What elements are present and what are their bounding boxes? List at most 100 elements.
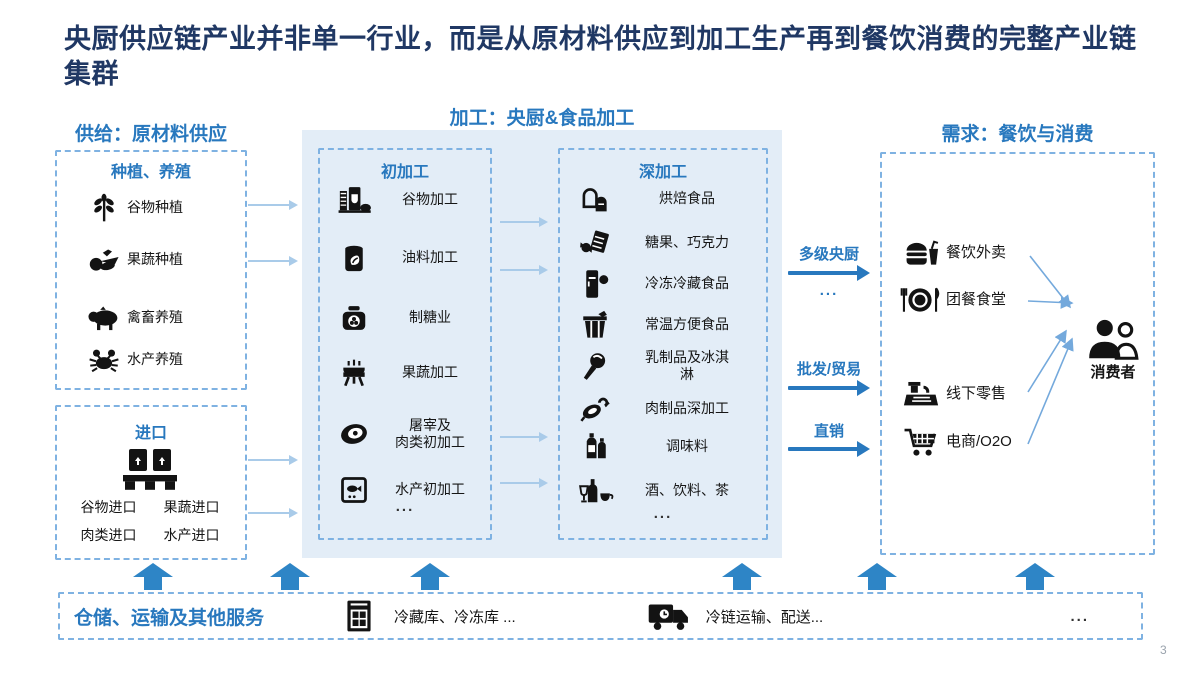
supply-section-header: 供给：原材料供应 xyxy=(74,124,227,145)
channel-wholesale-label: 批发/贸易 xyxy=(796,361,862,378)
farming-title: 种植、养殖 xyxy=(110,164,191,181)
deep-item-label: 冷冻冷藏食品 xyxy=(645,275,729,292)
sausage-icon xyxy=(570,394,620,424)
deep-processing-box: 深加工 烘焙食品 糖果、巧克力 冷冻冷藏食品 常温方便食品 乳制品及冰淇 淋 xyxy=(558,148,768,540)
primary-item-label: 制糖业 xyxy=(409,309,451,326)
demand-item-canteen: 团餐食堂 xyxy=(894,281,1006,319)
deep-more-dots: ... xyxy=(653,505,673,522)
import-box: 进口 谷物进口 果蔬进口 肉类进口 水产进口 xyxy=(55,405,247,560)
primary-item-sugar: 制糖业 xyxy=(328,298,480,338)
primary-item-grain: 谷物加工 xyxy=(328,180,480,220)
services-up-arrow xyxy=(133,563,173,590)
demand-item-retail: 线下零售 xyxy=(896,374,1006,414)
drinks-icon xyxy=(570,476,620,506)
services-up-arrow xyxy=(410,563,450,590)
deep-processing-title: 深加工 xyxy=(638,164,687,181)
primary-item-oil: 油料加工 xyxy=(328,238,480,278)
farming-item-fruitveg: 果蔬种植 xyxy=(81,242,183,278)
channel-direct-arrow xyxy=(788,441,870,457)
deep-item-instant: 常温方便食品 xyxy=(570,306,754,344)
farming-item-livestock: 禽畜养殖 xyxy=(81,300,183,336)
channel-multi-level-label: 多级央厨 xyxy=(798,246,859,263)
import-to-processing-arrow xyxy=(248,455,298,465)
demand-item-label: 电商/O2O xyxy=(946,432,1012,450)
import-label: 水产进口 xyxy=(163,526,220,543)
demand-item-label: 线下零售 xyxy=(946,384,1007,402)
primary-item-label: 果蔬加工 xyxy=(402,364,458,381)
farming-item-label: 水产养殖 xyxy=(127,351,183,368)
import-title: 进口 xyxy=(134,425,167,442)
demand-item-label: 团餐食堂 xyxy=(946,290,1007,308)
deep-item-label: 肉制品深加工 xyxy=(645,400,729,417)
farming-item-grain: 谷物种植 xyxy=(81,190,183,226)
deep-item-frozen: 冷冻冷藏食品 xyxy=(570,265,754,303)
ice-cream-icon xyxy=(570,350,620,382)
services-up-arrow xyxy=(722,563,762,590)
deep-item-label: 常温方便食品 xyxy=(645,316,729,333)
cold-chain-label: 冷链运输、配送... xyxy=(705,608,824,626)
demand-section-header: 需求：餐饮与消费 xyxy=(941,124,1094,145)
primary-processing-title: 初加工 xyxy=(380,164,429,181)
cart-icon xyxy=(896,426,946,458)
register-icon xyxy=(896,378,946,410)
services-up-arrow xyxy=(270,563,310,590)
meat-icon xyxy=(328,419,380,449)
deep-item-meatproducts: 肉制品深加工 xyxy=(570,390,754,428)
fridge-icon xyxy=(570,267,620,301)
services-up-arrow xyxy=(857,563,897,590)
primary-item-fruitveg: 果蔬加工 xyxy=(328,353,480,393)
primary-more-dots: ... xyxy=(395,498,415,515)
deep-item-bakery: 烘焙食品 xyxy=(570,180,754,218)
deep-item-beverage: 酒、饮料、茶 xyxy=(570,472,754,510)
demand-item-takeout: 餐饮外卖 xyxy=(898,234,1006,272)
deep-item-candy: 糖果、巧克力 xyxy=(570,224,754,262)
demand-box: 餐饮外卖 团餐食堂 线下零售 电商/O2O 消费者 xyxy=(880,152,1155,555)
services-up-arrow xyxy=(1015,563,1055,590)
primary-to-deep-arrow xyxy=(500,265,548,275)
grain-mill-icon xyxy=(328,184,380,216)
truck-icon xyxy=(646,599,692,633)
grill-icon xyxy=(328,357,380,389)
primary-item-label: 谷物加工 xyxy=(402,191,458,208)
primary-item-label: 水产初加工 xyxy=(395,481,465,498)
primary-to-deep-arrow xyxy=(500,478,548,488)
crab-icon xyxy=(81,345,127,375)
import-label: 谷物进口 xyxy=(80,499,137,515)
cold-storage-label: 冷藏库、冷冻库 ... xyxy=(394,608,516,626)
pig-icon xyxy=(81,304,127,332)
pallet-boxes-icon xyxy=(115,447,187,495)
deep-item-label: 糖果、巧克力 xyxy=(645,234,729,251)
demand-item-ecommerce: 电商/O2O xyxy=(896,422,1012,462)
supply-to-processing-arrow xyxy=(248,200,298,210)
primary-item-label: 油料加工 xyxy=(402,249,458,266)
consumers-icon xyxy=(1078,317,1148,361)
import-label: 果蔬进口 xyxy=(163,499,220,515)
services-more-dots: ... xyxy=(1070,607,1089,625)
primary-to-deep-arrow xyxy=(500,432,548,442)
canteen-icon xyxy=(894,285,946,315)
sugar-jar-icon xyxy=(328,302,380,334)
demand-item-label: 餐饮外卖 xyxy=(946,243,1007,261)
bread-icon xyxy=(570,183,620,215)
consumer-group: 消费者 xyxy=(1078,317,1148,383)
deep-item-label: 调味料 xyxy=(666,438,708,455)
deep-item-label: 酒、饮料、茶 xyxy=(645,482,729,499)
wheat-icon xyxy=(81,192,127,224)
services-bar: 仓储、运输及其他服务 冷藏库、冷冻库 ... 冷链运输、配送... ... xyxy=(58,592,1143,640)
primary-item-label: 屠宰及 肉类初加工 xyxy=(395,416,465,451)
deep-item-dairy: 乳制品及冰淇 淋 xyxy=(570,346,754,386)
fruit-veg-icon xyxy=(81,245,127,275)
channel-wholesale-arrow xyxy=(788,380,870,396)
takeout-icon xyxy=(898,238,946,268)
deep-item-label: 乳制品及冰淇 淋 xyxy=(645,348,729,383)
primary-processing-box: 初加工 谷物加工 油料加工 制糖业 果蔬加工 屠宰及 肉类初加工 水产 xyxy=(318,148,492,540)
supply-to-processing-arrow xyxy=(248,256,298,266)
page-number: 3 xyxy=(1160,643,1167,657)
farming-item-label: 谷物种植 xyxy=(127,199,183,216)
primary-item-meat: 屠宰及 肉类初加工 xyxy=(328,412,480,456)
import-label: 肉类进口 xyxy=(80,526,137,543)
farming-item-label: 禽畜养殖 xyxy=(127,309,183,326)
bottles-icon xyxy=(570,430,620,464)
primary-item-aquatic: 水产初加工 xyxy=(328,470,480,510)
consumer-label: 消费者 xyxy=(1090,364,1136,381)
